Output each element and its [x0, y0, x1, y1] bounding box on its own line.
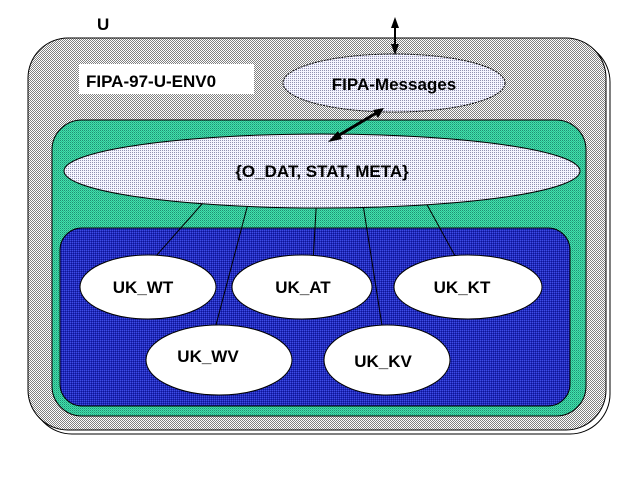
messages-ellipse [282, 53, 506, 113]
node-label: UK_KT [434, 278, 491, 297]
internal-double-arrow-icon [328, 108, 384, 142]
environment-label: FIPA-97-U-ENV0 [86, 72, 216, 91]
messages-label: FIPA-Messages [332, 75, 456, 94]
node-uk-kt[interactable]: UK_KT [393, 254, 543, 320]
node-uk-wv[interactable]: UK_WV [145, 324, 293, 396]
node-uk-at[interactable]: UK_AT [231, 254, 373, 320]
node-uk-kv[interactable]: UK_KV [323, 324, 451, 396]
connector-lines [147, 189, 461, 341]
node-label: UK_KV [354, 352, 412, 371]
connector-kv [361, 197, 384, 333]
environment-label-bg [79, 64, 254, 94]
node-label: UK_AT [275, 278, 331, 297]
external-double-arrow-icon [391, 17, 399, 55]
store-label: {O_DAT, STAT, META} [235, 162, 409, 181]
universe-label: U [97, 15, 109, 34]
connector-wv [211, 199, 250, 341]
node-uk-wt[interactable]: UK_WT [79, 254, 217, 320]
connector-wt [147, 194, 211, 266]
node-label: UK_WV [177, 347, 239, 366]
store-ellipse [63, 133, 581, 209]
node-label: UK_WT [113, 278, 174, 297]
